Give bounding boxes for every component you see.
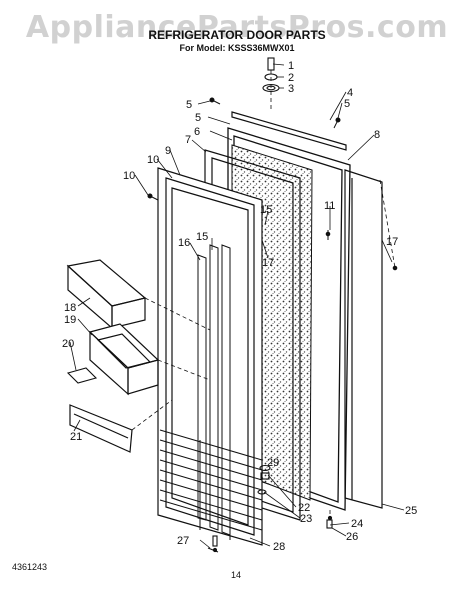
callout-25: 19 xyxy=(64,314,76,326)
callout-23: 17 xyxy=(262,257,274,269)
bin-retainer xyxy=(69,404,133,453)
model-line: For Model: KSSS36MWX01 xyxy=(179,43,295,53)
bottom-hinge-parts xyxy=(212,464,333,547)
callout-17-right: 5 xyxy=(344,98,350,110)
side-trim xyxy=(344,169,383,509)
footer-code: 4361243 xyxy=(12,562,48,572)
callout-21: 16 xyxy=(178,237,190,249)
door-bin xyxy=(66,259,160,396)
callout-27: 18 xyxy=(64,302,76,314)
callout-numbers: 1 2 3 4 5 5 5 6 7 8 9 10 10 11 15 15 16 … xyxy=(62,60,417,553)
callout-5-mid: 29 xyxy=(267,457,279,469)
callout-8: 9 xyxy=(165,145,171,157)
callout-10-top: 10 xyxy=(123,170,135,182)
page-number: 14 xyxy=(231,570,242,580)
callout-15-lower: 26 xyxy=(346,531,358,543)
callout-24: 15 xyxy=(260,204,272,216)
breaker-strips xyxy=(197,244,231,536)
callout-28: 20 xyxy=(62,338,74,350)
leader-lines xyxy=(69,63,405,549)
callout-10-bottom: 27 xyxy=(177,535,189,547)
screws xyxy=(147,97,398,553)
insert xyxy=(66,367,98,384)
callout-26: 21 xyxy=(70,431,82,443)
callout-1: 8 xyxy=(374,129,380,141)
callout-29: 6 xyxy=(194,126,200,138)
callout-19: 24 xyxy=(351,518,363,530)
callout-22: 15 xyxy=(196,231,208,243)
callout-9: 7 xyxy=(185,134,191,146)
callout-20: 10 xyxy=(147,154,159,166)
callout-7: 28 xyxy=(273,541,285,553)
callout-11: 25 xyxy=(405,505,417,517)
callout-6: 22 xyxy=(298,502,310,514)
callout-3: 2 xyxy=(288,72,294,84)
watermark: AppliancePartsPros.com xyxy=(25,10,449,45)
callout-4: 3 xyxy=(288,83,294,95)
alignment-lines xyxy=(131,70,396,520)
callout-17-left: 5 xyxy=(186,99,192,111)
callout-5-bottom: 23 xyxy=(300,513,312,525)
top-cap xyxy=(231,111,347,151)
callout-15-upper: 17 xyxy=(386,236,398,248)
callout-18: 5 xyxy=(195,112,201,124)
callout-16: 4 xyxy=(347,87,353,99)
callout-5-top: 1 xyxy=(288,60,294,72)
diagram-title: REFRIGERATOR DOOR PARTS xyxy=(148,28,326,42)
callout-2: 11 xyxy=(324,200,335,212)
